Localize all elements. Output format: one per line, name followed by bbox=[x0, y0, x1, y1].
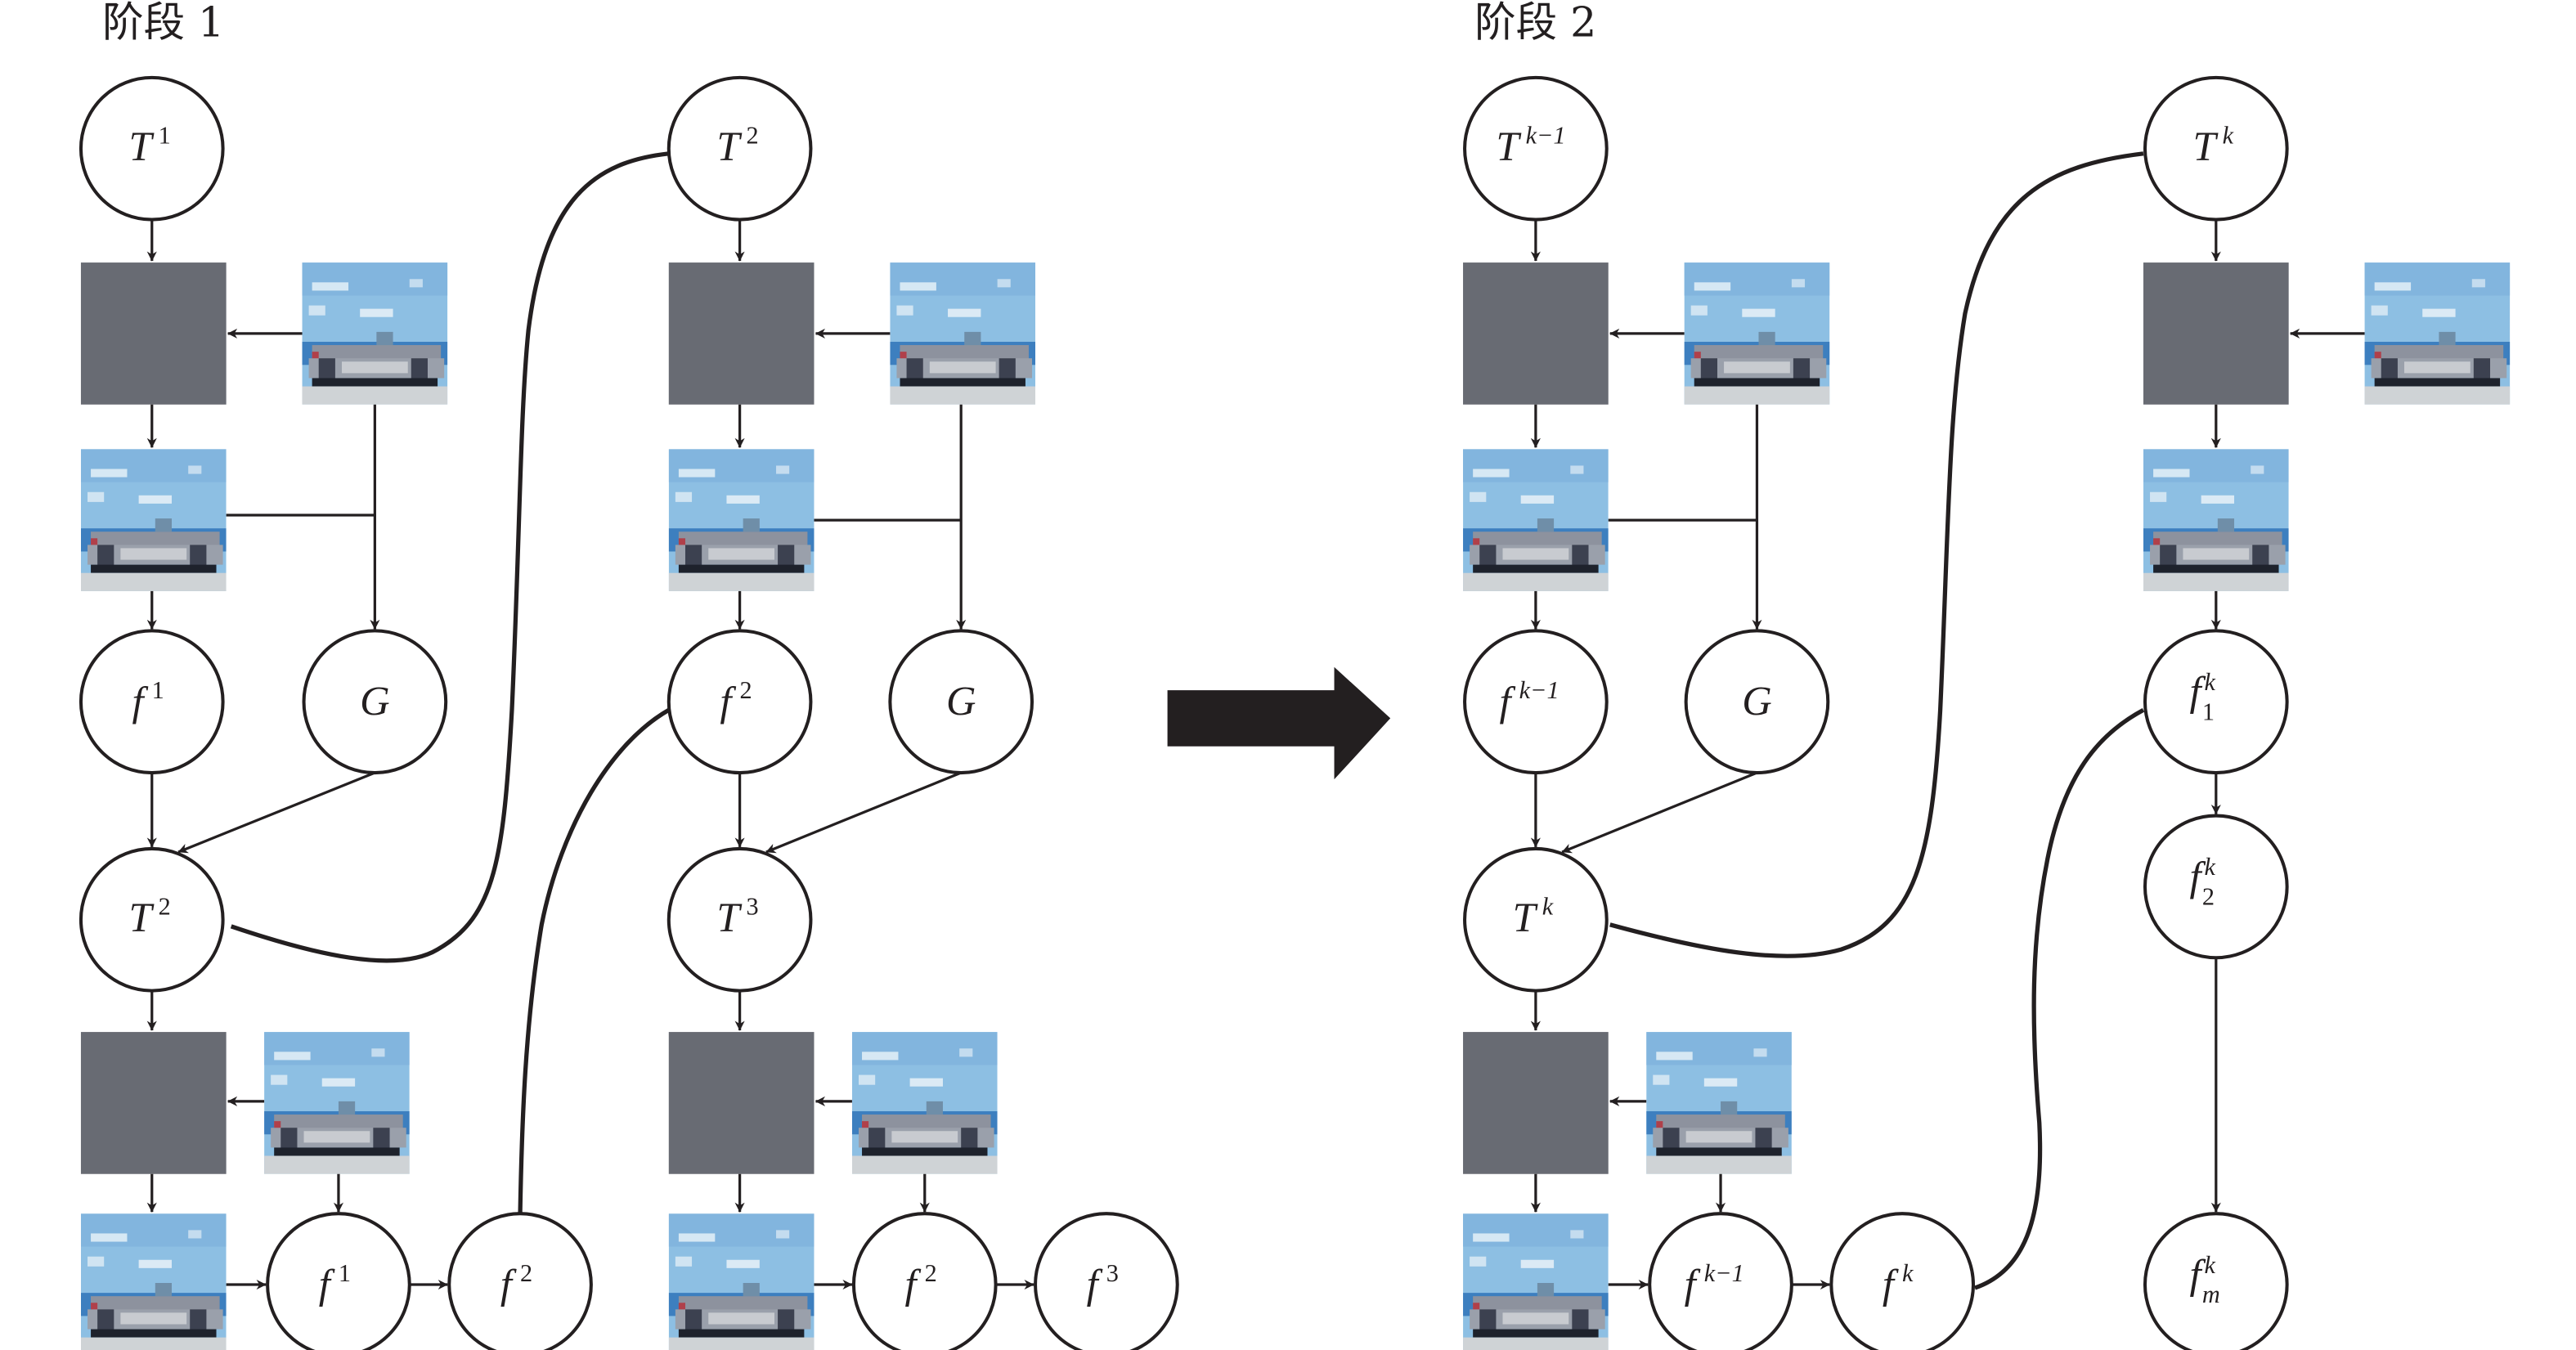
node-G-label: G bbox=[360, 678, 389, 724]
output-image-icon bbox=[668, 1213, 815, 1350]
model-block-icon bbox=[668, 1032, 815, 1174]
stage-1-title: 阶段 1 bbox=[102, 0, 224, 46]
node-T2-top bbox=[666, 75, 813, 222]
node-f3-bottom bbox=[1034, 1212, 1179, 1350]
input-image-icon bbox=[1684, 262, 1830, 405]
node-Tk-top bbox=[2143, 75, 2289, 222]
stage-2-title: 阶段 2 bbox=[1474, 0, 1596, 46]
node-T2-low bbox=[79, 846, 225, 993]
model-block-icon bbox=[80, 1032, 227, 1174]
node-T1 bbox=[79, 75, 225, 222]
edge-G-to-T3 bbox=[765, 771, 962, 854]
output-image-icon bbox=[1463, 1213, 1609, 1350]
node-fk-bottom bbox=[1829, 1212, 1975, 1350]
node-T3 bbox=[666, 846, 813, 993]
edge-G-to-Tk bbox=[1561, 771, 1758, 854]
link-T2-low-to-T2-top bbox=[230, 151, 670, 963]
edge-G-to-T2 bbox=[177, 771, 375, 854]
node-G-label: G bbox=[946, 678, 976, 724]
model-block-icon bbox=[2143, 262, 2289, 405]
thick-right-arrow-icon bbox=[1167, 666, 1391, 780]
output-image-icon bbox=[80, 449, 227, 591]
model-block-icon bbox=[1463, 1032, 1609, 1174]
output-image-icon bbox=[80, 1213, 227, 1350]
node-G-label: G bbox=[1742, 678, 1771, 724]
model-block-icon bbox=[668, 262, 815, 405]
node-fmk bbox=[2143, 1212, 2289, 1350]
input-image-icon bbox=[264, 1032, 410, 1174]
node-f2k bbox=[2143, 814, 2289, 960]
input-image-icon bbox=[2364, 262, 2511, 405]
model-block-icon bbox=[80, 262, 227, 405]
input-image-icon bbox=[302, 262, 448, 405]
output-image-icon bbox=[1463, 449, 1609, 591]
model-block-icon bbox=[1463, 262, 1609, 405]
node-f1k bbox=[2143, 629, 2289, 775]
node-Tk-low bbox=[1463, 846, 1609, 993]
input-image-icon bbox=[851, 1032, 998, 1174]
input-image-icon bbox=[890, 262, 1036, 405]
link-Tk-low-to-Tk-top bbox=[1609, 151, 2144, 958]
link-f2-to-f2-bottom bbox=[518, 708, 671, 1214]
output-image-icon bbox=[668, 449, 815, 591]
link-f1k-to-fk-bottom bbox=[1974, 707, 2145, 1290]
input-image-icon bbox=[1646, 1032, 1792, 1174]
output-image-icon bbox=[2143, 449, 2289, 591]
